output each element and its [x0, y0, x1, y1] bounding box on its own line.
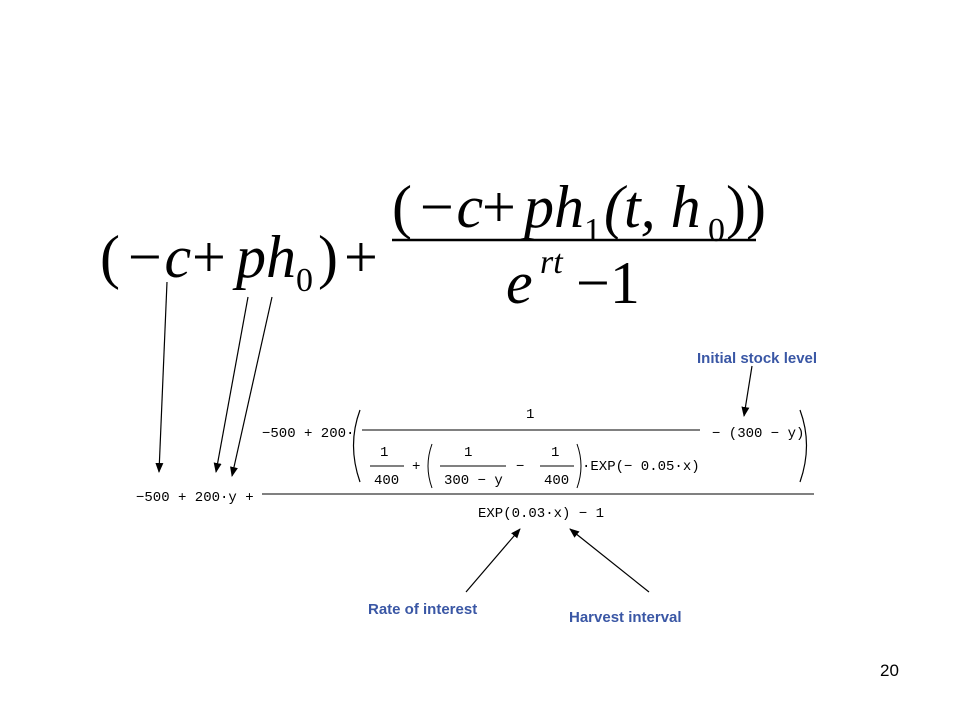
numeric-expression: −500 + 200·y + −500 + 200· 1 − (300 − y)… [136, 407, 814, 522]
plus-sign: + [412, 459, 420, 475]
label-harvest-interval: Harvest interval [569, 609, 682, 626]
label-rate-of-interest: Rate of interest [368, 601, 477, 618]
frac2-den: 300 − y [444, 473, 503, 489]
num-args-close: )) [726, 174, 766, 240]
frac2-num: 1 [464, 445, 472, 461]
num-args-sub-zero: 0 [708, 212, 725, 249]
arrow-c [155, 281, 168, 473]
plus-main: + [344, 224, 378, 290]
plus-1: + [192, 224, 226, 290]
num-plus: + [482, 174, 516, 240]
minus-c-1: −c [124, 224, 191, 290]
expr-left: −500 + 200·y + [136, 490, 254, 506]
frac3-den: 400 [544, 473, 569, 489]
inner-one: 1 [526, 407, 534, 423]
big-paren-right [799, 409, 808, 483]
num-args: (t, h [604, 174, 701, 240]
frac3-num: 1 [551, 445, 559, 461]
den-exponent: rt [540, 244, 564, 281]
expr-num-prefix: −500 + 200· [262, 426, 354, 442]
paren-close-1: ) [318, 224, 338, 290]
small-paren-left [427, 443, 433, 489]
num-minus-c: −c [416, 174, 483, 240]
paren-open-1: ( [100, 224, 120, 290]
small-paren-right [576, 443, 582, 489]
arrow-h0 [230, 296, 273, 477]
arrow-initial-stock [741, 365, 753, 417]
big-paren-left [352, 409, 361, 483]
frac1-den: 400 [374, 473, 399, 489]
den-e: e [506, 250, 533, 316]
num-sub-one: 1 [584, 212, 601, 249]
arrow-rate-of-interest [465, 528, 521, 593]
frac1-num: 1 [380, 445, 388, 461]
mapping-arrows [155, 281, 753, 593]
exp-term: ·EXP(− 0.05·x) [582, 459, 700, 475]
ph-1: ph [232, 224, 296, 290]
minus-sign: − [516, 459, 524, 475]
arrow-p [213, 296, 249, 473]
den-minus-one: −1 [576, 250, 640, 316]
expr-denominator: EXP(0.03·x) − 1 [478, 506, 604, 522]
sub-zero-1: 0 [296, 262, 313, 299]
arrow-harvest-interval [569, 528, 650, 593]
symbolic-formula: ( −c + ph 0 ) + ( −c + ph 1 (t, h 0 )) e… [100, 174, 766, 316]
num-paren-open: ( [392, 174, 412, 240]
label-initial-stock: Initial stock level [697, 350, 817, 367]
num-ph: ph [520, 174, 584, 240]
page-number: 20 [880, 661, 899, 680]
inner-suffix: − (300 − y) [712, 426, 804, 442]
